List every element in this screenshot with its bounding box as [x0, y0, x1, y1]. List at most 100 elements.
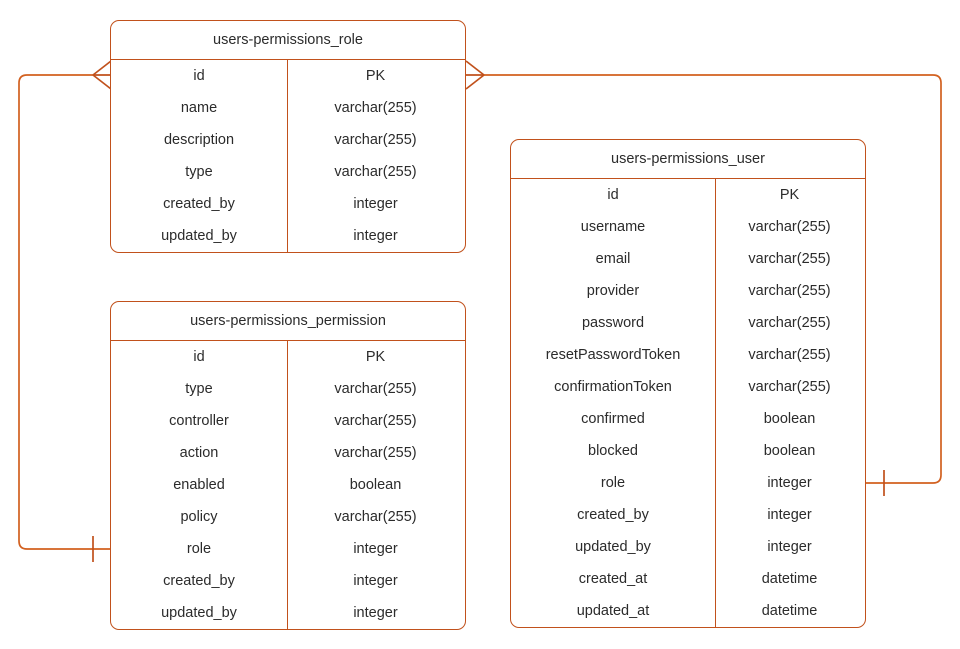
table-row[interactable]: id PK — [111, 60, 465, 92]
field-name: updated_by — [161, 228, 237, 244]
field-name: created_by — [577, 507, 649, 523]
table-row[interactable]: name varchar(255) — [111, 92, 465, 124]
field-name: action — [179, 445, 219, 461]
field-type: varchar(255) — [748, 379, 831, 395]
connector-path-role-permission — [18, 74, 110, 550]
table-row[interactable]: created_by integer — [511, 499, 865, 531]
table-row[interactable]: resetPasswordToken varchar(255) — [511, 339, 865, 371]
table-row[interactable]: created_by integer — [111, 188, 465, 220]
table-row[interactable]: updated_by integer — [111, 597, 465, 629]
field-name: controller — [169, 413, 229, 429]
table-row[interactable]: password varchar(255) — [511, 307, 865, 339]
field-name: policy — [180, 509, 218, 525]
field-type: varchar(255) — [748, 315, 831, 331]
field-type: varchar(255) — [334, 413, 417, 429]
field-name: id — [607, 187, 619, 203]
table-row[interactable]: controller varchar(255) — [111, 405, 465, 437]
field-name: username — [580, 219, 646, 235]
crowsfoot-many-role-right — [465, 60, 485, 90]
table-row[interactable]: id PK — [111, 341, 465, 373]
field-name: password — [581, 315, 645, 331]
table-row[interactable]: policy varchar(255) — [111, 501, 465, 533]
table-row[interactable]: updated_at datetime — [511, 595, 865, 627]
field-type: varchar(255) — [334, 509, 417, 525]
field-name: provider — [586, 283, 640, 299]
table-row[interactable]: created_by integer — [111, 565, 465, 597]
table-row[interactable]: action varchar(255) — [111, 437, 465, 469]
field-type: varchar(255) — [748, 219, 831, 235]
table-row[interactable]: role integer — [511, 467, 865, 499]
field-name: created_at — [578, 571, 648, 587]
entity-table-users-permissions-role[interactable]: users-permissions_role id PK name varcha… — [110, 20, 466, 253]
table-row[interactable]: username varchar(255) — [511, 211, 865, 243]
field-type: varchar(255) — [334, 132, 417, 148]
field-name: resetPasswordToken — [545, 347, 681, 363]
field-type: varchar(255) — [748, 347, 831, 363]
entity-body-role: id PK name varchar(255) description varc… — [111, 60, 465, 252]
table-row[interactable]: type varchar(255) — [111, 373, 465, 405]
table-row[interactable]: confirmationToken varchar(255) — [511, 371, 865, 403]
table-row[interactable]: confirmed boolean — [511, 403, 865, 435]
field-name: created_by — [163, 196, 235, 212]
field-type: varchar(255) — [748, 251, 831, 267]
field-type: integer — [353, 228, 398, 244]
table-row[interactable]: type varchar(255) — [111, 156, 465, 188]
entity-body-permission: id PK type varchar(255) controller varch… — [111, 341, 465, 629]
table-row[interactable]: email varchar(255) — [511, 243, 865, 275]
field-name: role — [186, 541, 212, 557]
entity-title-permission: users-permissions_permission — [111, 302, 465, 341]
entity-title-user: users-permissions_user — [511, 140, 865, 179]
field-name: name — [180, 100, 218, 116]
field-type: boolean — [349, 477, 402, 493]
field-type: integer — [767, 507, 812, 523]
field-type: varchar(255) — [334, 100, 417, 116]
field-type: PK — [365, 68, 386, 84]
table-row[interactable]: id PK — [511, 179, 865, 211]
table-row[interactable]: enabled boolean — [111, 469, 465, 501]
field-name: email — [595, 251, 631, 267]
field-type: PK — [779, 187, 800, 203]
column-divider-permission — [287, 341, 288, 629]
field-type: boolean — [763, 411, 816, 427]
field-name: blocked — [588, 443, 638, 459]
field-name: confirmed — [581, 411, 645, 427]
field-type: varchar(255) — [334, 164, 417, 180]
field-name: role — [600, 475, 626, 491]
entity-table-users-permissions-user[interactable]: users-permissions_user id PK username va… — [510, 139, 866, 628]
column-divider-role — [287, 60, 288, 252]
field-type: integer — [353, 573, 398, 589]
field-type: integer — [353, 605, 398, 621]
table-row[interactable]: description varchar(255) — [111, 124, 465, 156]
column-divider-user — [715, 179, 716, 627]
entity-body-user: id PK username varchar(255) email varcha… — [511, 179, 865, 627]
field-name: id — [193, 349, 205, 365]
entity-title-role: users-permissions_role — [111, 21, 465, 60]
table-row[interactable]: updated_by integer — [511, 531, 865, 563]
table-row[interactable]: provider varchar(255) — [511, 275, 865, 307]
field-type: integer — [353, 541, 398, 557]
table-row[interactable]: created_at datetime — [511, 563, 865, 595]
field-name: updated_by — [161, 605, 237, 621]
table-row[interactable]: updated_by integer — [111, 220, 465, 252]
field-type: integer — [767, 539, 812, 555]
relationship-role-to-permission[interactable] — [18, 60, 112, 562]
field-name: enabled — [173, 477, 225, 493]
field-name: updated_at — [576, 603, 650, 619]
field-name: updated_by — [575, 539, 651, 555]
field-type: boolean — [763, 443, 816, 459]
table-row[interactable]: role integer — [111, 533, 465, 565]
field-type: PK — [365, 349, 386, 365]
field-type: integer — [767, 475, 812, 491]
field-type: datetime — [761, 571, 818, 587]
crowsfoot-many-role-left — [92, 60, 112, 90]
field-name: id — [193, 68, 205, 84]
field-name: type — [185, 381, 213, 397]
entity-table-users-permissions-permission[interactable]: users-permissions_permission id PK type … — [110, 301, 466, 630]
field-type: datetime — [761, 603, 818, 619]
table-row[interactable]: blocked boolean — [511, 435, 865, 467]
field-type: varchar(255) — [334, 445, 417, 461]
field-type: integer — [353, 196, 398, 212]
field-type: varchar(255) — [748, 283, 831, 299]
field-name: description — [163, 132, 235, 148]
